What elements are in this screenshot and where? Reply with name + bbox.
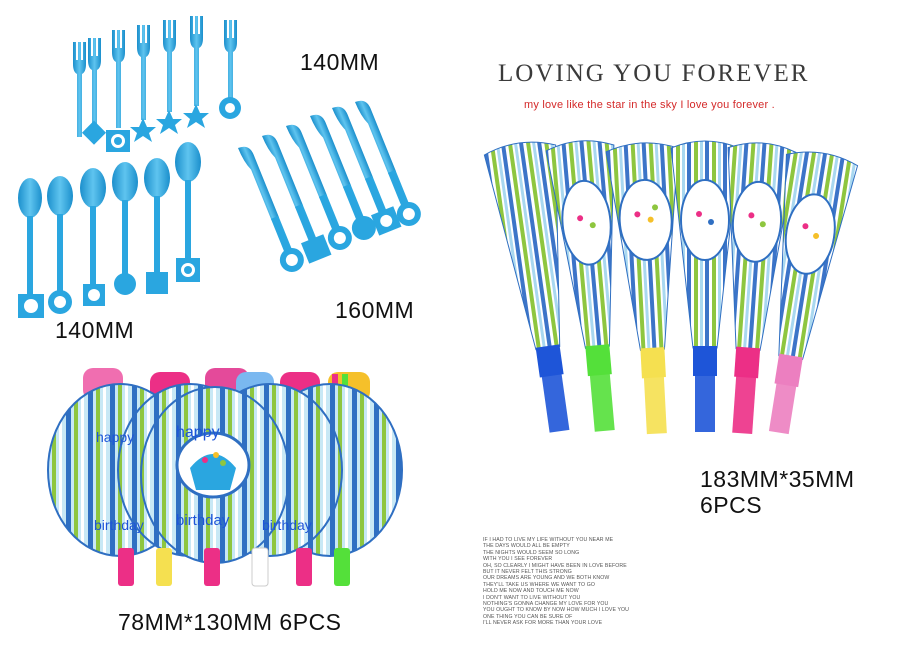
poem-line: I DON'T WANT TO LIVE WITHOUT YOU bbox=[483, 594, 581, 601]
poem-line: IF I HAD TO LIVE MY LIFE WITHOUT YOU NEA… bbox=[483, 537, 614, 543]
fork-size-label: 140MM bbox=[300, 49, 380, 75]
poem-text-block: IF I HAD TO LIVE MY LIFE WITHOUT YOU NEA… bbox=[483, 537, 783, 627]
knife bbox=[355, 100, 421, 226]
knife bbox=[286, 124, 352, 250]
spoon bbox=[18, 178, 44, 318]
spoon bbox=[80, 168, 106, 306]
fork bbox=[156, 20, 182, 134]
poem-line: I'LL NEVER ASK FOR MORE THAN YOUR LOVE bbox=[483, 620, 603, 627]
poem-line: YOU OUGHT TO KNOW BY NOW HOW MUCH I LOVE… bbox=[483, 607, 630, 614]
spoon bbox=[112, 162, 138, 295]
birthday-text: birthday bbox=[176, 512, 230, 529]
poem-line: THE DAYS WOULD ALL BE EMPTY bbox=[483, 543, 570, 550]
spoons-group bbox=[18, 142, 201, 318]
blowout-size-label: 78MM*130MM 6PCS bbox=[118, 609, 342, 635]
subheading-love-line: my love like the star in the sky I love … bbox=[524, 99, 775, 111]
party-horn bbox=[605, 142, 679, 435]
fork bbox=[130, 25, 156, 142]
spoon bbox=[175, 142, 201, 282]
party-horn bbox=[545, 140, 615, 432]
party-horn bbox=[483, 141, 570, 433]
knife bbox=[238, 146, 304, 272]
party-horn bbox=[768, 151, 859, 435]
poem-line: ONE THING YOU CAN BE SURE OF bbox=[483, 613, 573, 620]
poem-line: THEY'LL TAKE US WHERE WE WANT TO GO bbox=[483, 581, 596, 588]
poem-line: OUR DREAMS ARE YOUNG AND WE BOTH KNOW bbox=[483, 575, 610, 582]
knife bbox=[262, 134, 332, 264]
happy-text: happy bbox=[96, 429, 134, 445]
heading-loving-you-forever: LOVING YOU FOREVER bbox=[498, 60, 810, 87]
poem-line: HOLD ME NOW AND TOUCH ME NOW bbox=[483, 588, 579, 595]
fork bbox=[219, 20, 241, 119]
party-horns-group bbox=[483, 140, 859, 435]
knives-group bbox=[238, 100, 421, 272]
horn-size-label: 183MM*35MM 6PCS bbox=[700, 466, 900, 518]
knife bbox=[332, 106, 402, 236]
forks-group bbox=[73, 16, 241, 152]
fork bbox=[81, 38, 107, 145]
fork bbox=[183, 16, 209, 128]
horn-size-line1: 183MM*35MM bbox=[700, 466, 855, 492]
knife-size-label: 160MM bbox=[335, 297, 415, 323]
spoon-size-label: 140MM bbox=[55, 317, 135, 343]
poem-line: THE NIGHTS WOULD SEEM SO LONG bbox=[483, 549, 580, 556]
party-horn bbox=[727, 142, 797, 435]
poem-line: WITH YOU I SEE FOREVER bbox=[483, 556, 553, 563]
poem-line: NOTHING'S GONNA CHANGE MY LOVE FOR YOU bbox=[483, 601, 609, 608]
fork bbox=[73, 42, 86, 137]
spoon bbox=[144, 158, 170, 294]
blowouts-group: happy happy birthday birthday birthday bbox=[47, 368, 403, 587]
party-horn bbox=[670, 140, 740, 432]
poem-line: BUT IT NEVER FELT THIS STRONG bbox=[483, 569, 572, 576]
horn-size-line2: 6PCS bbox=[700, 492, 763, 518]
birthday-text: birthday bbox=[262, 517, 312, 533]
fork bbox=[106, 30, 130, 152]
birthday-text: birthday bbox=[94, 517, 144, 533]
spoon bbox=[47, 176, 73, 314]
happy-text: happy bbox=[176, 424, 220, 441]
poem-line: OH, SO CLEARLY I MIGHT HAVE BEEN IN LOVE… bbox=[483, 562, 627, 569]
knife bbox=[310, 114, 376, 240]
